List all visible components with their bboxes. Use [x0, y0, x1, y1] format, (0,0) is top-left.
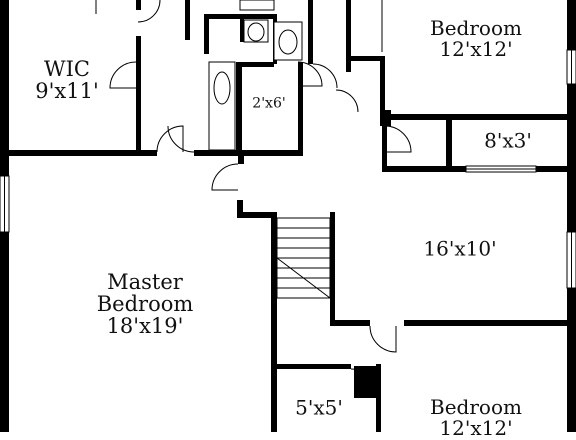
room-loft-size: 16'x10'	[423, 236, 497, 261]
room-master-size: 18'x19'	[106, 314, 184, 339]
room-closet-8x3-size: 8'x3'	[484, 128, 532, 153]
room-wic-name: WIC	[44, 56, 90, 81]
room-wic-size: 9'x11'	[35, 79, 99, 103]
room-closet-5x5: 5'x5'	[295, 395, 343, 420]
room-bedroom-top: Bedroom 12'x12'	[430, 18, 522, 60]
room-bedroom-top-size: 12'x12'	[439, 37, 513, 61]
room-master-name2: Bedroom	[96, 291, 194, 316]
windows	[0, 49, 576, 289]
room-wic: WIC 9'x11'	[35, 58, 98, 102]
room-bedroom-bottom: Bedroom 12'x12'	[430, 397, 522, 439]
room-bedroom-top-name: Bedroom	[430, 16, 522, 40]
room-closet-5x5-size: 5'x5'	[295, 395, 343, 420]
doors	[95, 0, 412, 396]
room-bedroom-bottom-name: Bedroom	[430, 395, 522, 419]
stairs	[276, 217, 331, 299]
room-bath-closet-size: 2'x6'	[252, 95, 286, 112]
fixtures	[208, 0, 303, 151]
room-closet-8x3: 8'x3'	[484, 128, 532, 153]
room-master-bedroom: Master Bedroom 18'x19'	[97, 271, 194, 337]
room-bedroom-bottom-size: 12'x12'	[439, 416, 513, 440]
room-bath-closet: 2'x6'	[252, 95, 286, 112]
room-master-name1: Master	[107, 269, 183, 294]
room-loft: 16'x10'	[423, 236, 497, 261]
